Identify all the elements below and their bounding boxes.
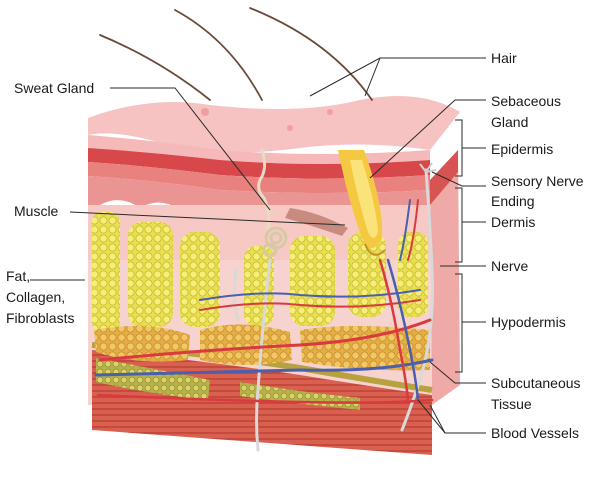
- label-sebaceous-gland-line1: Sebaceous: [491, 93, 562, 109]
- label-fat-line1: Fat,: [6, 268, 31, 284]
- label-sensory-nerve-line2: Ending: [491, 193, 535, 209]
- hair-strands: [99, 7, 373, 101]
- label-nerve: Nerve: [491, 258, 529, 274]
- label-subcutaneous-line2: Tissue: [491, 396, 532, 412]
- label-muscle: Muscle: [14, 203, 59, 219]
- hair-follicle: [338, 150, 386, 256]
- sensory-nerve-ending: [419, 162, 437, 173]
- leader-lines: [30, 57, 486, 434]
- sweat-gland: [257, 148, 288, 258]
- fat-cell-clusters: [92, 212, 430, 410]
- label-subcutaneous-line1: Subcutaneous: [491, 375, 581, 391]
- label-hair: Hair: [491, 50, 517, 66]
- label-hypodermis: Hypodermis: [491, 314, 566, 330]
- skin-surface: [88, 96, 460, 153]
- label-dermis: Dermis: [491, 214, 536, 230]
- label-fat-line2: Collagen,: [6, 289, 66, 305]
- arrector-muscle: [285, 208, 348, 236]
- label-sebaceous-gland-line2: Gland: [491, 114, 529, 130]
- blood-vessels: [94, 199, 434, 404]
- label-blood-vessels: Blood Vessels: [491, 425, 579, 441]
- dermis-layer: [88, 205, 430, 260]
- label-epidermis: Epidermis: [491, 141, 554, 157]
- label-sweat-gland: Sweat Gland: [14, 80, 95, 96]
- label-fat-line3: Fibroblasts: [6, 310, 75, 326]
- label-sensory-nerve-line1: Sensory Nerve: [491, 173, 584, 189]
